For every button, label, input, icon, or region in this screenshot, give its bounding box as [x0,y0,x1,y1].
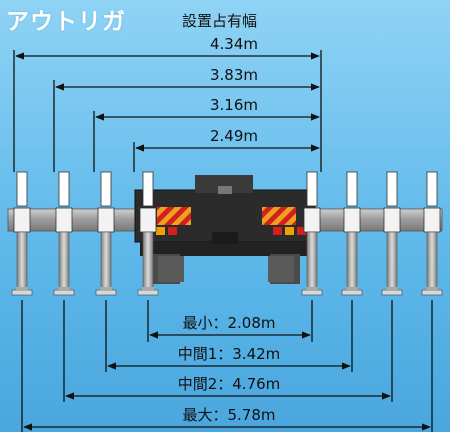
leg-upper-cylinder [142,171,154,207]
dimension-label-min: 最小：2.08m [182,314,275,332]
outrigger-leg [11,171,33,296]
outrigger-leg [421,171,443,296]
upper-dimensions [13,50,322,172]
dimension-label-max: 最大：5.78m [182,406,275,424]
tail-lamp-left-3 [168,227,177,235]
leg-foot-cap [306,287,318,290]
outrigger-leg [341,171,363,296]
leg-foot-pad [95,289,117,296]
leg-lower-cylinder [426,231,438,291]
leg-foot-pad [11,289,33,296]
tail-lamp-right-1 [273,227,282,235]
dimension-label-4-34: 4.34m [210,35,258,53]
tail-lamp-right-3 [297,227,306,235]
title: アウトリガ [6,9,126,35]
leg-upper-cylinder [100,171,112,207]
leg-clamp [343,207,361,233]
reflector-left [157,207,191,225]
leg-upper-cylinder [16,171,28,207]
leg-foot-pad [381,289,403,296]
leg-upper-cylinder [306,171,318,207]
dimension-label-2-49: 2.49m [210,127,258,145]
leg-upper-cylinder [426,171,438,207]
dimension-label-mid2: 中間2：4.76m [178,375,281,393]
leg-foot-cap [426,287,438,290]
leg-clamp [423,207,441,233]
subtitle: 設置占有幅 [182,12,258,30]
license-plate [212,232,238,244]
leg-foot-pad [341,289,363,296]
leg-foot-cap [58,287,70,290]
leg-lower-cylinder [58,231,70,291]
leg-lower-cylinder [306,231,318,291]
outrigger-legs [11,171,443,296]
wheel-left [158,256,184,282]
outrigger-leg [53,171,75,296]
dimension-label-3-83: 3.83m [210,66,258,84]
dimension-label-mid1: 中間1：3.42m [178,345,281,363]
tail-lamp-left-2 [156,227,165,235]
dimension-label-3-16: 3.16m [210,96,258,114]
truck-bumper [140,242,310,256]
hitch [218,186,232,194]
outrigger-leg [381,171,403,296]
leg-foot-cap [142,287,154,290]
leg-lower-cylinder [100,231,112,291]
leg-lower-cylinder [16,231,28,291]
leg-clamp [383,207,401,233]
outrigger-leg [301,171,323,296]
leg-foot-pad [301,289,323,296]
leg-lower-cylinder [142,231,154,291]
leg-clamp [55,207,73,233]
truck-rear [134,175,316,284]
leg-lower-cylinder [346,231,358,291]
leg-foot-pad [421,289,443,296]
leg-foot-pad [137,289,159,296]
leg-lower-cylinder [386,231,398,291]
leg-foot-pad [53,289,75,296]
wheel-right [268,256,294,282]
leg-clamp [303,207,321,233]
leg-clamp [97,207,115,233]
leg-clamp [139,207,157,233]
leg-foot-cap [346,287,358,290]
leg-foot-cap [386,287,398,290]
leg-upper-cylinder [346,171,358,207]
outrigger-leg [95,171,117,296]
leg-clamp [13,207,31,233]
reflector-right [262,207,296,225]
leg-foot-cap [100,287,112,290]
lower-dimensions [21,300,433,432]
leg-upper-cylinder [386,171,398,207]
tail-lamp-right-2 [285,227,294,235]
outrigger-leg [137,171,159,296]
frame-rail [195,175,253,193]
leg-upper-cylinder [58,171,70,207]
leg-foot-cap [16,287,28,290]
